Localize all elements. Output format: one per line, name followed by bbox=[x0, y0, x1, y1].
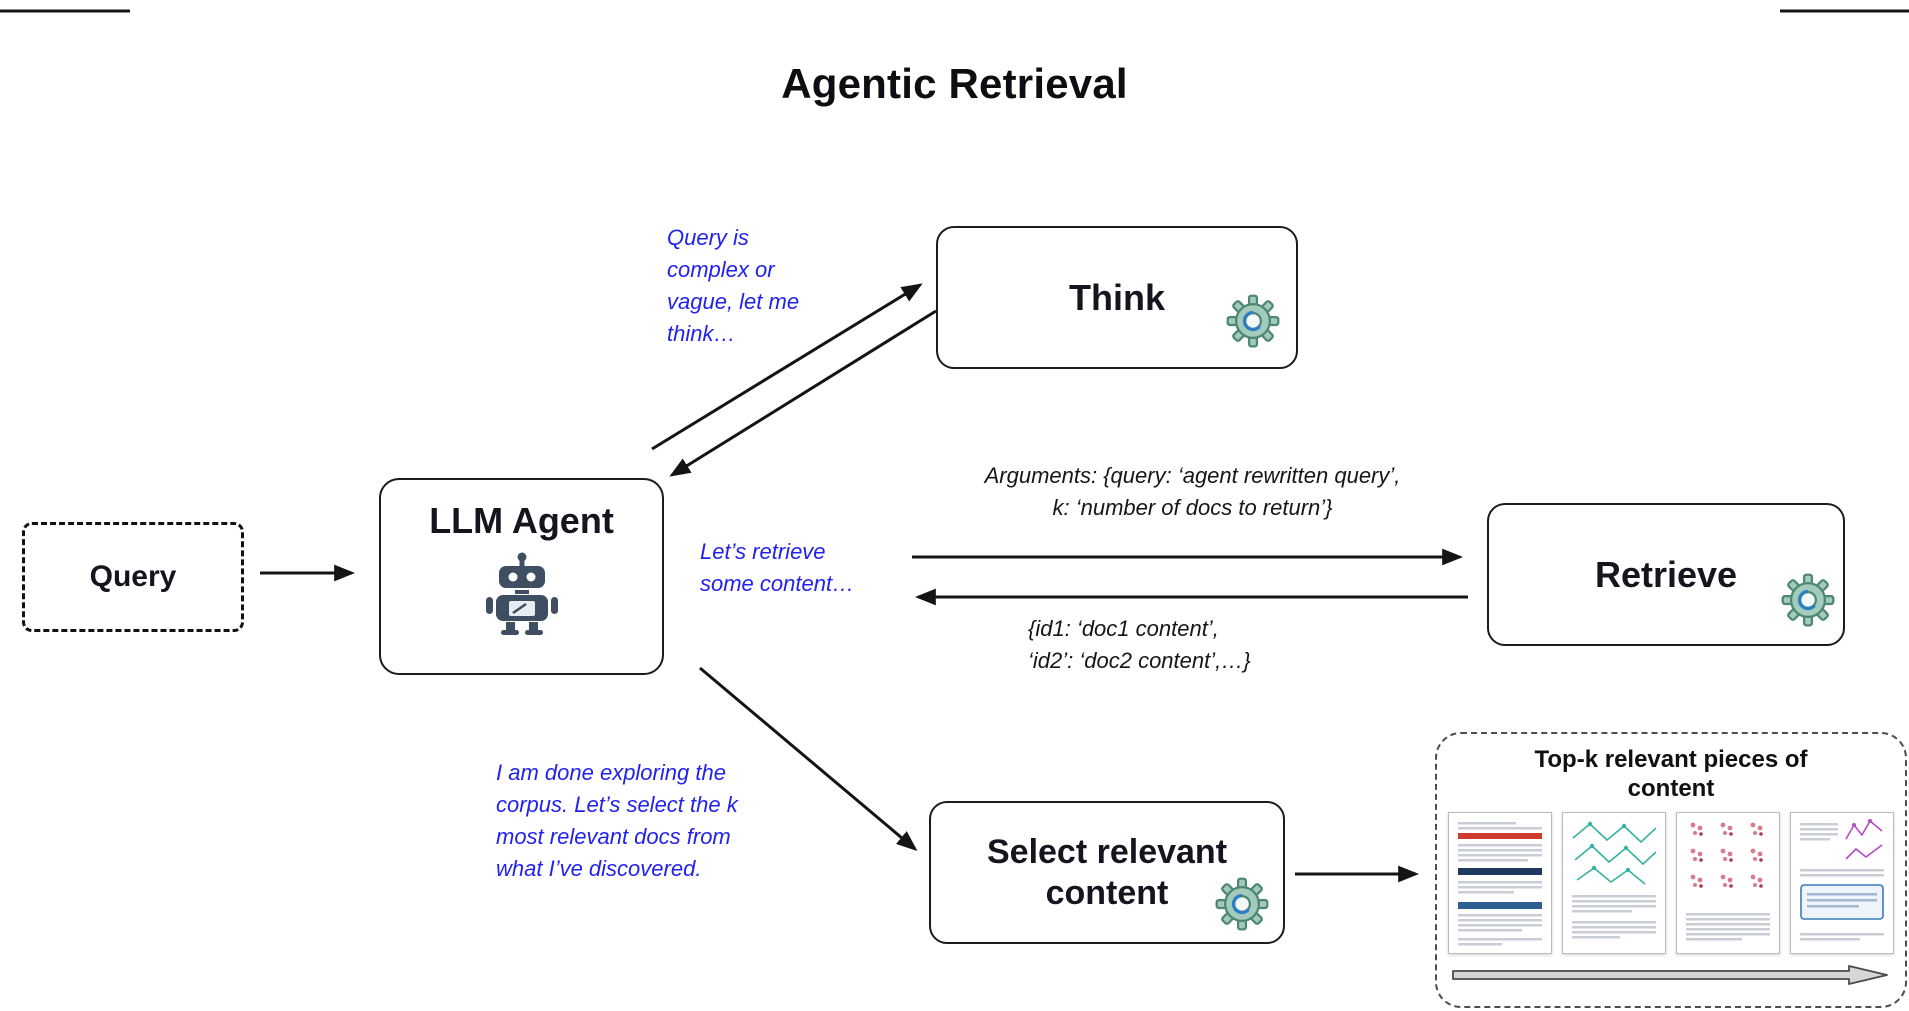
document-thumbnail-3 bbox=[1676, 811, 1780, 954]
llm-agent-label: LLM Agent bbox=[429, 500, 614, 541]
retrieve-label: Retrieve bbox=[1594, 553, 1738, 595]
annotation-retrieve-return: {id1: ‘doc1 content’, ‘id2’: ‘doc2 conte… bbox=[1028, 616, 1251, 673]
select-content-node: Select relevant content bbox=[929, 801, 1285, 944]
annotation-arguments: Arguments: {query: ‘agent rewritten quer… bbox=[984, 463, 1401, 520]
robot-icon bbox=[484, 550, 560, 636]
gear-wrench-icon bbox=[1226, 294, 1280, 348]
document-thumbnail-1 bbox=[1448, 811, 1552, 954]
query-node: Query bbox=[22, 522, 244, 632]
annotation-select: I am done exploring the corpus. Let’s se… bbox=[496, 760, 738, 881]
annotation-retrieve: Let’s retrieve some content… bbox=[700, 539, 855, 596]
ranking-arrow-icon bbox=[1451, 964, 1891, 986]
topk-title: Top-k relevant pieces of content bbox=[1534, 746, 1808, 802]
select-content-label: Select relevant content bbox=[986, 833, 1228, 912]
llm-agent-node: LLM Agent bbox=[379, 478, 664, 675]
query-label: Query bbox=[89, 560, 177, 593]
think-node: Think bbox=[936, 226, 1298, 369]
document-thumbnail-2 bbox=[1562, 811, 1666, 954]
think-label: Think bbox=[1069, 276, 1165, 318]
topk-panel: Top-k relevant pieces of content bbox=[1435, 732, 1907, 1008]
diagram-title: Agentic Retrieval bbox=[781, 60, 1128, 107]
gear-wrench-icon bbox=[1215, 877, 1269, 931]
document-thumbnails bbox=[1448, 811, 1894, 954]
retrieve-node: Retrieve bbox=[1487, 503, 1845, 646]
annotation-think: Query is complex or vague, let me think… bbox=[667, 225, 800, 346]
document-thumbnail-4 bbox=[1790, 811, 1894, 954]
gear-wrench-icon bbox=[1781, 573, 1835, 627]
